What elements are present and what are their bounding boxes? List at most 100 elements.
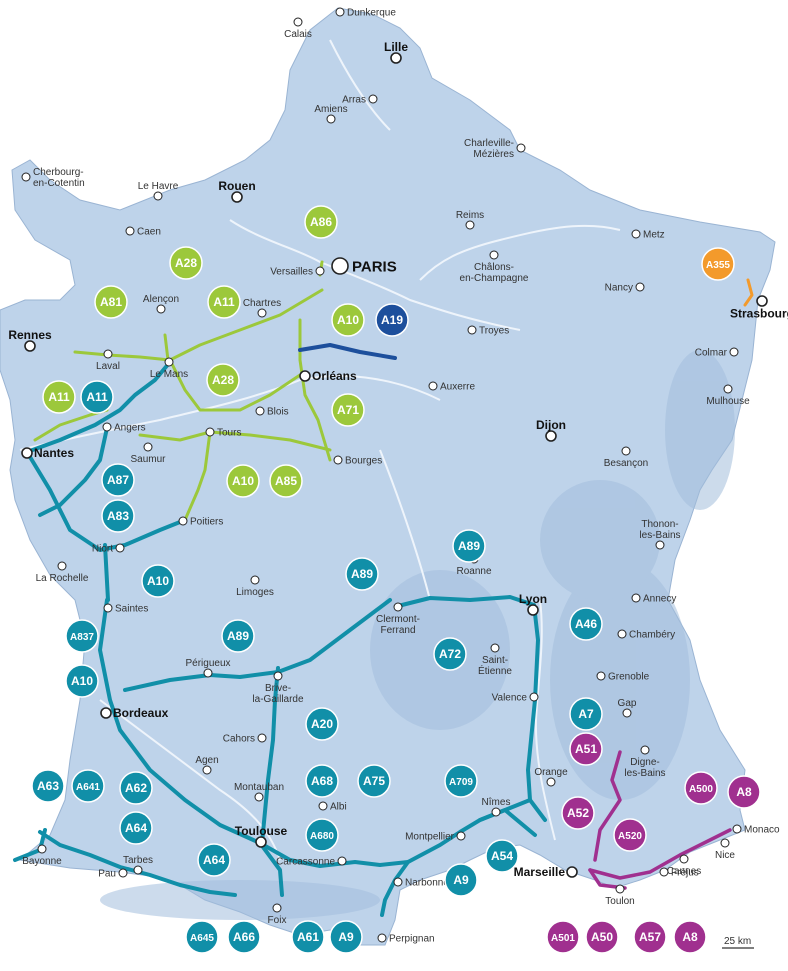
city-marker-lyon[interactable] xyxy=(527,604,539,616)
city-marker-carcassonne[interactable] xyxy=(337,856,347,866)
city-marker-auxerre[interactable] xyxy=(428,381,438,391)
route-badge-a28[interactable]: A28 xyxy=(206,363,240,397)
route-badge-a7[interactable]: A7 xyxy=(569,697,603,731)
route-badge-a645[interactable]: A645 xyxy=(185,920,219,954)
route-badge-a85[interactable]: A85 xyxy=(269,464,303,498)
route-badge-a8[interactable]: A8 xyxy=(727,775,761,809)
city-marker-chalons[interactable] xyxy=(489,250,499,260)
city-marker-dijon[interactable] xyxy=(545,430,557,442)
route-badge-a9[interactable]: A9 xyxy=(329,920,363,954)
city-marker-caen[interactable] xyxy=(125,226,135,236)
city-marker-rennes[interactable] xyxy=(24,340,36,352)
city-marker-limoges[interactable] xyxy=(250,575,260,585)
route-badge-a66[interactable]: A66 xyxy=(227,920,261,954)
city-marker-nantes[interactable] xyxy=(21,447,33,459)
city-marker-foix[interactable] xyxy=(272,903,282,913)
city-marker-clermont[interactable] xyxy=(393,602,403,612)
city-marker-calais[interactable] xyxy=(293,17,303,27)
city-marker-cahors[interactable] xyxy=(257,733,267,743)
city-marker-dunkerque[interactable] xyxy=(335,7,345,17)
route-badge-a81[interactable]: A81 xyxy=(94,285,128,319)
city-marker-laval[interactable] xyxy=(103,349,113,359)
route-badge-a51[interactable]: A51 xyxy=(569,732,603,766)
route-badge-a71[interactable]: A71 xyxy=(331,393,365,427)
city-marker-strasbourg[interactable] xyxy=(756,295,768,307)
city-marker-angers[interactable] xyxy=(102,422,112,432)
route-badge-a50[interactable]: A50 xyxy=(585,920,619,954)
route-badge-a72[interactable]: A72 xyxy=(433,637,467,671)
city-marker-narbonne[interactable] xyxy=(393,877,403,887)
route-badge-a63[interactable]: A63 xyxy=(31,769,65,803)
city-marker-albi[interactable] xyxy=(318,801,328,811)
city-marker-toulon[interactable] xyxy=(615,884,625,894)
route-badge-a54[interactable]: A54 xyxy=(485,839,519,873)
city-marker-tarbes[interactable] xyxy=(133,865,143,875)
city-marker-orleans[interactable] xyxy=(299,370,311,382)
route-badge-a64[interactable]: A64 xyxy=(197,843,231,877)
city-marker-montpellier[interactable] xyxy=(456,831,466,841)
city-marker-digne[interactable] xyxy=(640,745,650,755)
route-badge-a83[interactable]: A83 xyxy=(101,499,135,533)
route-badge-a641[interactable]: A641 xyxy=(71,769,105,803)
route-badge-a8[interactable]: A8 xyxy=(673,920,707,954)
city-marker-orange[interactable] xyxy=(546,777,556,787)
city-marker-lille[interactable] xyxy=(390,52,402,64)
route-badge-a89[interactable]: A89 xyxy=(221,619,255,653)
city-marker-thonon[interactable] xyxy=(655,540,665,550)
city-marker-colmar[interactable] xyxy=(729,347,739,357)
city-marker-toulouse[interactable] xyxy=(255,836,267,848)
city-marker-arras[interactable] xyxy=(368,94,378,104)
city-marker-nimes[interactable] xyxy=(491,807,501,817)
city-marker-monaco[interactable] xyxy=(732,824,742,834)
city-marker-blois[interactable] xyxy=(255,406,265,416)
route-badge-a9[interactable]: A9 xyxy=(444,863,478,897)
city-marker-lehavre[interactable] xyxy=(153,191,163,201)
city-marker-montauban[interactable] xyxy=(254,792,264,802)
city-marker-lemans[interactable] xyxy=(164,357,174,367)
route-badge-a500[interactable]: A500 xyxy=(684,771,718,805)
city-marker-frejus[interactable] xyxy=(659,867,669,877)
city-marker-annecy[interactable] xyxy=(631,593,641,603)
city-marker-perpignan[interactable] xyxy=(377,933,387,943)
route-badge-a52[interactable]: A52 xyxy=(561,796,595,830)
route-badge-a11[interactable]: A11 xyxy=(42,380,76,414)
city-marker-pau[interactable] xyxy=(118,868,128,878)
city-marker-rouen[interactable] xyxy=(231,191,243,203)
route-badge-a20[interactable]: A20 xyxy=(305,707,339,741)
city-marker-troyes[interactable] xyxy=(467,325,477,335)
city-marker-gap[interactable] xyxy=(622,708,632,718)
city-marker-chartres[interactable] xyxy=(257,308,267,318)
city-marker-grenoble[interactable] xyxy=(596,671,606,681)
city-marker-cannes[interactable] xyxy=(679,854,689,864)
city-marker-tours[interactable] xyxy=(205,427,215,437)
route-badge-a86[interactable]: A86 xyxy=(304,205,338,239)
city-marker-chambery[interactable] xyxy=(617,629,627,639)
city-marker-metz[interactable] xyxy=(631,229,641,239)
city-marker-saumur[interactable] xyxy=(143,442,153,452)
route-badge-a11[interactable]: A11 xyxy=(207,285,241,319)
route-badge-a10[interactable]: A10 xyxy=(331,303,365,337)
route-badge-a709[interactable]: A709 xyxy=(444,764,478,798)
route-badge-a89[interactable]: A89 xyxy=(345,557,379,591)
city-marker-reims[interactable] xyxy=(465,220,475,230)
city-marker-larochelle[interactable] xyxy=(57,561,67,571)
city-marker-charleville[interactable] xyxy=(516,143,526,153)
route-badge-a10[interactable]: A10 xyxy=(65,664,99,698)
city-marker-mulhouse[interactable] xyxy=(723,384,733,394)
route-badge-a46[interactable]: A46 xyxy=(569,607,603,641)
route-badge-a64[interactable]: A64 xyxy=(119,811,153,845)
city-marker-cherbourg[interactable] xyxy=(21,172,31,182)
route-badge-a68[interactable]: A68 xyxy=(305,764,339,798)
route-badge-a28[interactable]: A28 xyxy=(169,246,203,280)
route-badge-a19[interactable]: A19 xyxy=(375,303,409,337)
city-marker-bordeaux[interactable] xyxy=(100,707,112,719)
city-marker-valence[interactable] xyxy=(529,692,539,702)
route-badge-a837[interactable]: A837 xyxy=(65,619,99,653)
city-marker-agen[interactable] xyxy=(202,765,212,775)
city-marker-brive[interactable] xyxy=(273,671,283,681)
route-badge-a87[interactable]: A87 xyxy=(101,463,135,497)
city-marker-poitiers[interactable] xyxy=(178,516,188,526)
city-marker-nice[interactable] xyxy=(720,838,730,848)
city-marker-versailles[interactable] xyxy=(315,266,325,276)
city-marker-amiens[interactable] xyxy=(326,114,336,124)
